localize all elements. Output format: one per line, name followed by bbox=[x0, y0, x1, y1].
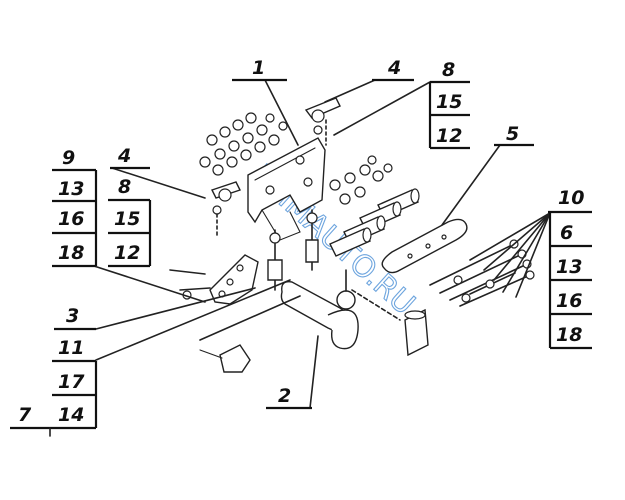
label-14: 14 bbox=[58, 404, 84, 426]
callout-4-top: 4 bbox=[372, 57, 414, 82]
callout-7: 7 bbox=[10, 404, 52, 437]
callout-9-stack: 9 13 16 18 bbox=[52, 147, 98, 268]
socket-bracket bbox=[199, 295, 301, 373]
reinforcement-plate bbox=[381, 218, 468, 274]
label-4-left: 4 bbox=[117, 145, 131, 167]
center-bolts bbox=[267, 209, 319, 291]
nut-row-right bbox=[329, 155, 393, 205]
label-18-left: 18 bbox=[58, 242, 84, 264]
label-8-top: 8 bbox=[442, 59, 455, 81]
label-12-left: 12 bbox=[114, 242, 140, 264]
label-12-top: 12 bbox=[436, 125, 462, 147]
label-15-top: 15 bbox=[436, 91, 462, 113]
label-2: 2 bbox=[278, 385, 291, 407]
label-7: 7 bbox=[18, 404, 32, 426]
label-18-right: 18 bbox=[556, 324, 582, 346]
side-bracket bbox=[169, 254, 259, 305]
spacer-tubes bbox=[329, 188, 420, 257]
label-13-left: 13 bbox=[58, 178, 84, 200]
label-17: 17 bbox=[58, 371, 85, 393]
label-13-right: 13 bbox=[556, 256, 582, 278]
callout-10-stack: 10 6 13 16 18 bbox=[548, 187, 592, 350]
small-bracket-top bbox=[304, 97, 341, 146]
label-10: 10 bbox=[558, 187, 584, 209]
callout-2: 2 bbox=[266, 385, 312, 410]
label-5: 5 bbox=[506, 123, 519, 145]
tow-ball-assembly bbox=[280, 269, 429, 357]
callout-11-stack: 11 17 14 bbox=[52, 337, 98, 430]
label-8-left: 8 bbox=[118, 176, 131, 198]
label-16-left: 16 bbox=[58, 208, 84, 230]
label-16-right: 16 bbox=[556, 290, 582, 312]
label-11: 11 bbox=[58, 337, 84, 359]
callout-5: 5 bbox=[494, 123, 534, 147]
label-1: 1 bbox=[252, 57, 265, 79]
label-9: 9 bbox=[62, 147, 75, 169]
small-bracket-left bbox=[211, 181, 241, 236]
label-4-top: 4 bbox=[387, 57, 401, 79]
callout-4-left: 4 bbox=[110, 145, 150, 170]
callout-1: 1 bbox=[232, 57, 287, 82]
callout-8-15-12-top: 8 15 12 bbox=[428, 59, 470, 150]
label-3: 3 bbox=[66, 305, 79, 327]
long-bolts bbox=[429, 239, 535, 307]
callout-3: 3 bbox=[54, 305, 96, 331]
nut-cluster-left bbox=[199, 112, 288, 176]
callout-8-stack-left: 8 15 12 bbox=[108, 176, 152, 268]
mounting-bracket bbox=[247, 137, 326, 241]
label-15-left: 15 bbox=[114, 208, 140, 230]
leader-lines bbox=[93, 79, 551, 409]
label-6: 6 bbox=[560, 222, 573, 244]
